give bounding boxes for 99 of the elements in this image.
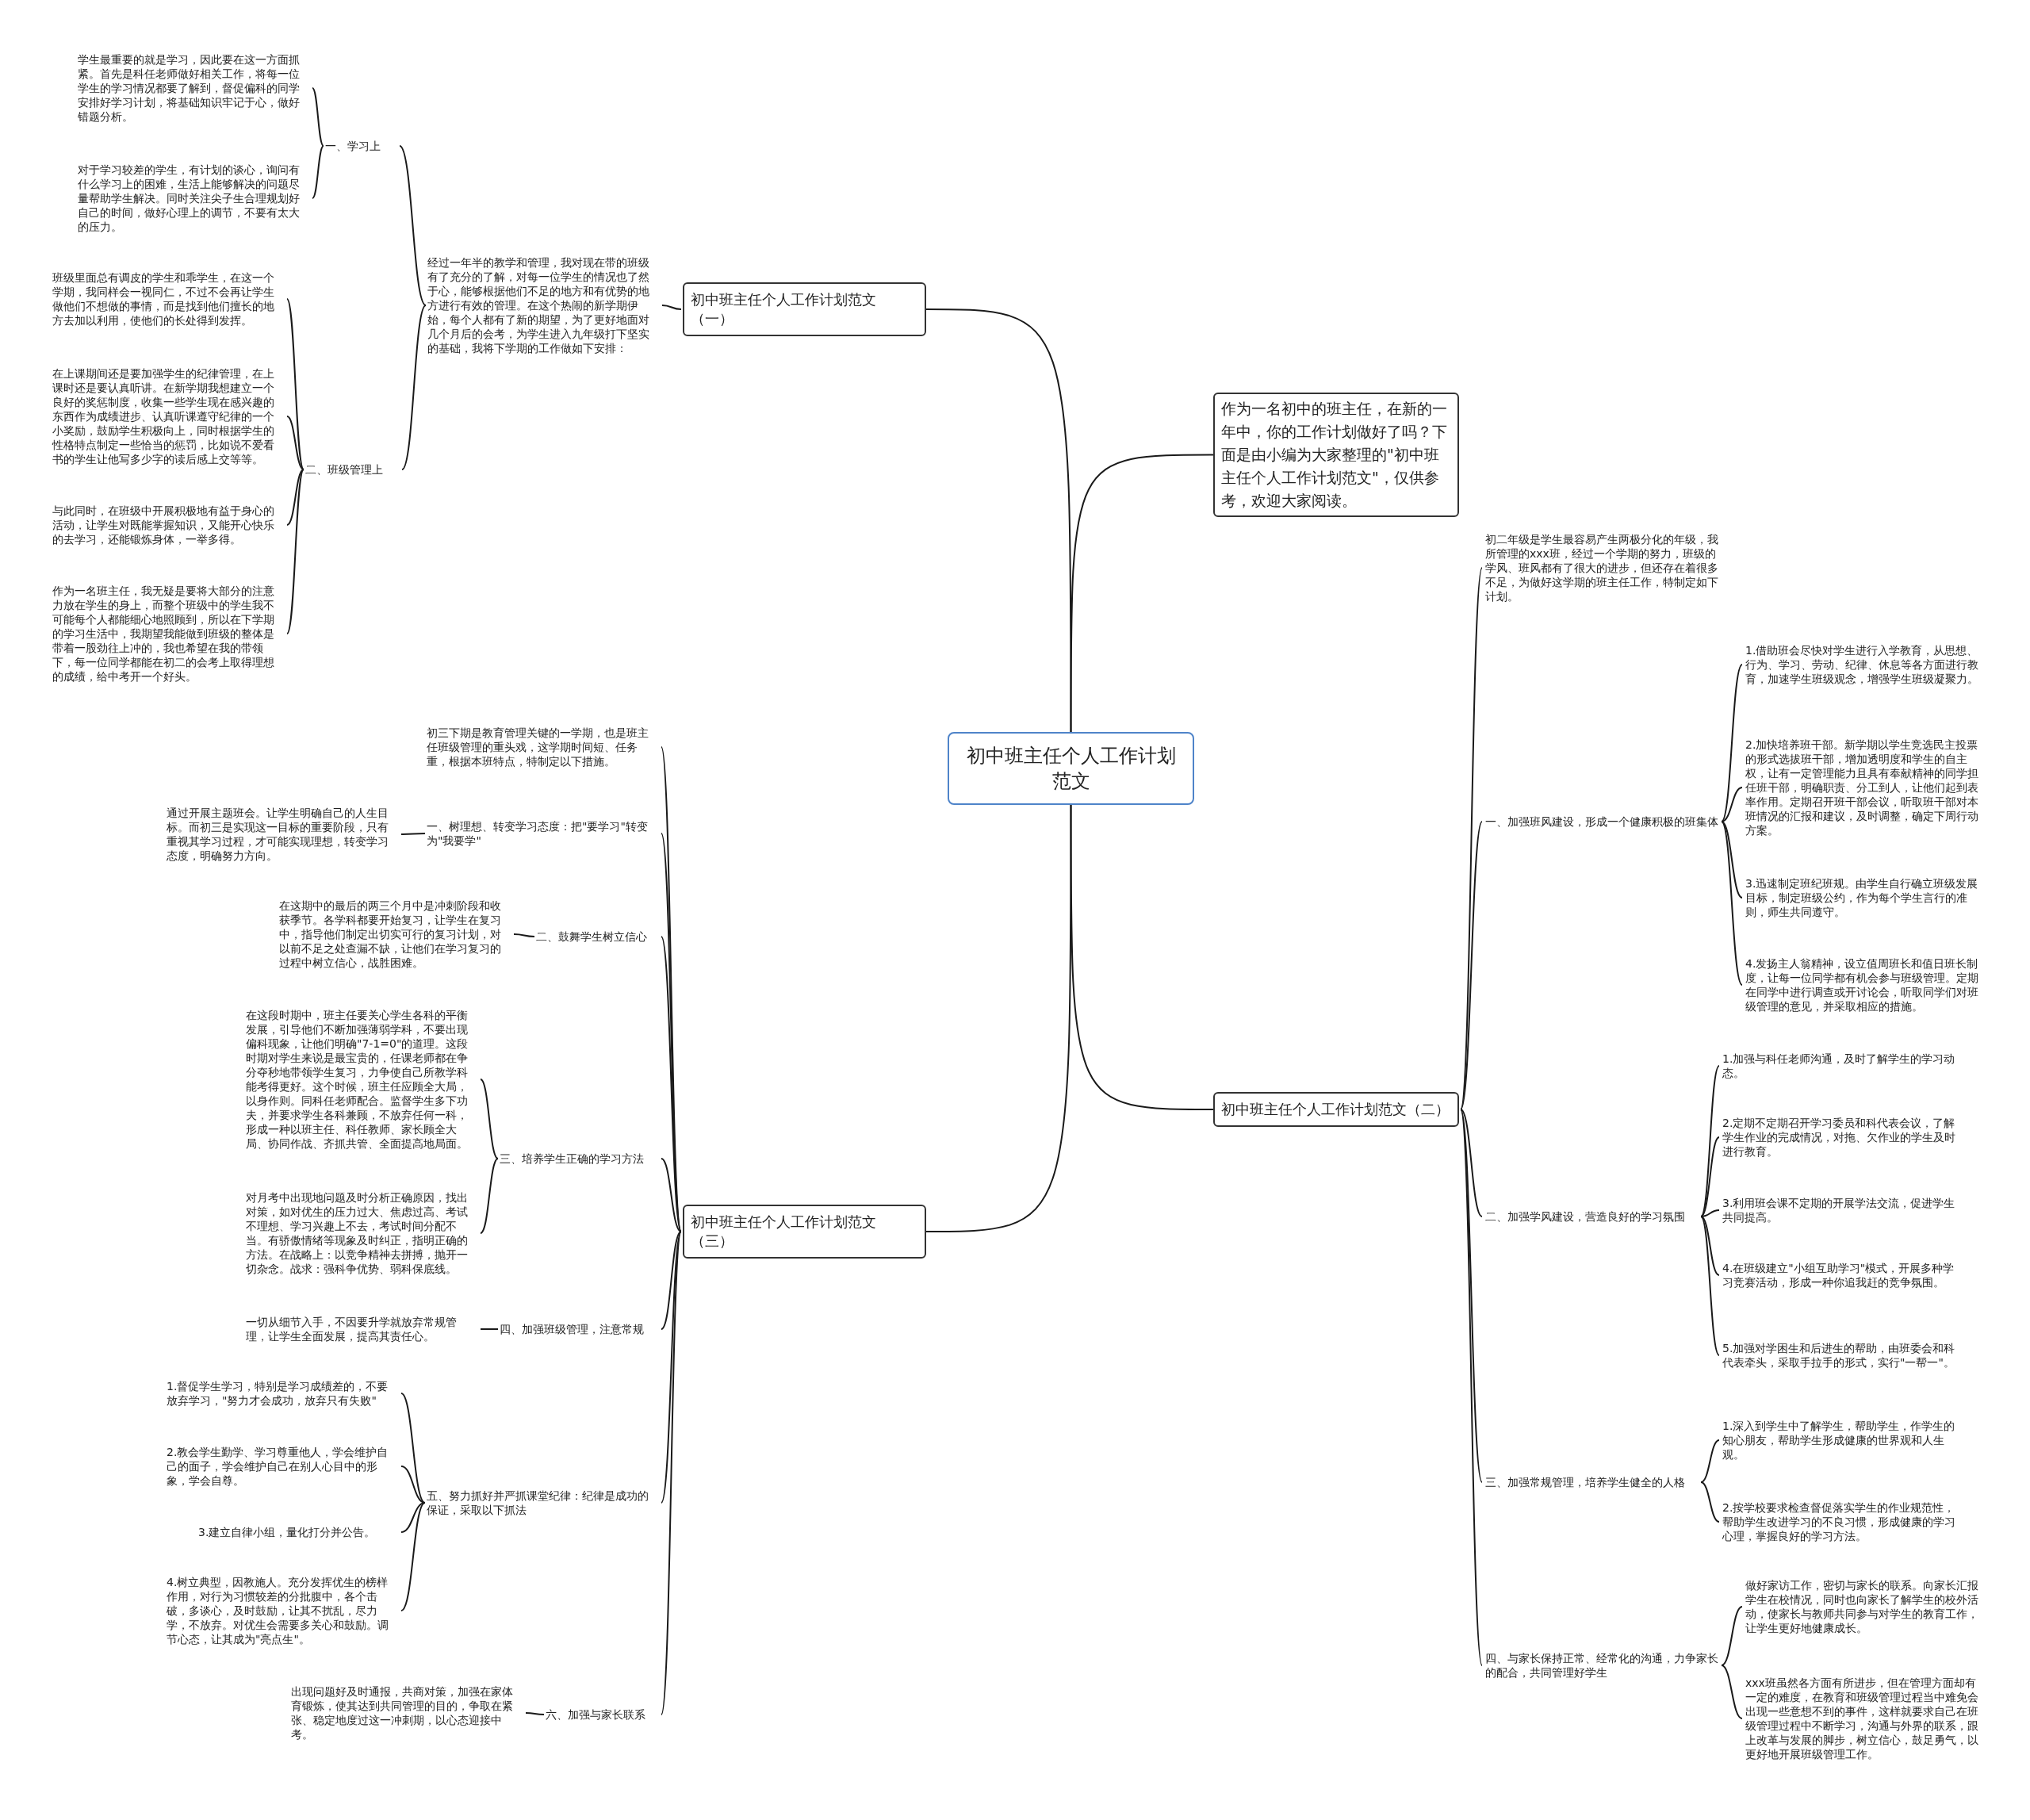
central-topic-box <box>948 732 1194 805</box>
topic-text: 4.发扬主人翁精神，设立值周班长和值日班长制度，让每一位同学都有机会参与班级管理。定期在同学中进行调查或开讨论会，听取同学们对班级管理的意见，并采取相应的措施。 <box>1745 956 1980 1013</box>
topic-text: 出现问题好及时通报，共商对策，加强在家体育锻炼，使其达到共同管理的目的，争取在紧张、稳定地度过这一冲刺期，以心态迎接中考。 <box>291 1684 523 1741</box>
connector-line <box>1460 1109 1483 1217</box>
topic-text: 4.树立典型，因教施人。充分发挥优生的榜样作用，对行为习惯较差的分批腹中，各个击破，多谈心，及时鼓励，让其不扰乱，尽力学，不放弃。对优生会需要多关心和鼓励。调节心态，让其成为"亮点生"。 <box>167 1575 398 1646</box>
branch-topic-text: 初中班主任个人工作计划范文（二） <box>1221 1100 1450 1119</box>
topic-text: 1.深入到学生中了解学生，帮助学生，作学生的知心朋友，帮助学生形成健康的世界观和人生观。 <box>1722 1419 1957 1462</box>
topic-text: 二、加强学风建设，营造良好的学习氛围 <box>1485 1209 1699 1224</box>
connector-line <box>1700 1065 1720 1217</box>
connector-line <box>661 305 682 310</box>
topic-text: 三、加强常规管理，培养学生健全的人格 <box>1485 1475 1699 1489</box>
topic-text: 一、加强班风建设，形成一个健康积极的班集体 <box>1485 814 1720 829</box>
topic-text: 对于学习较差的学生，有计划的谈心，询问有什么学习上的困难，生活上能够解决的问题尽量帮助学生解决。同时关注尖子生合理规划好自己的时间，做好心理上的调节，不要有太大的压力。 <box>78 163 309 234</box>
topic-text: 做好家访工作，密切与家长的联系。向家长汇报学生在校情况，同时也向家长了解学生的校外活动，使家长与教师共同参与对学生的教育工作，让学生更好地健康成长。 <box>1745 1578 1980 1635</box>
topic-text: 二、鼓舞学生树立信心 <box>536 929 658 944</box>
topic-text: 四、与家长保持正常、经常化的沟通，力争家长的配合，共同管理好学生 <box>1485 1651 1720 1680</box>
topic-text: 五、努力抓好并严抓课堂纪律：纪律是成功的保证，采取以下抓法 <box>427 1489 658 1517</box>
topic-text: 1.督促学生学习，特别是学习成绩差的，不要放弃学习，"努力才会成功，放弃只有失败" <box>167 1379 398 1408</box>
connector-line <box>400 1466 426 1504</box>
connector-line <box>1700 1136 1720 1217</box>
connector-line <box>399 145 427 306</box>
topic-text: 在这段时期中，班主任要关心学生各科的平衡发展，引导他们不断加强薄弱学科，不要出现偏科现象，让他们明确"7-1=0"的道理。这段时期对学生来说是最宝贵的，任课老师都在争分夺秒地带领学生复习，力争使自己所教学科能考得更好。这个时候，班主任应顾全大局，以身作则。同科任老师配合。监督学生多下功夫，并要求学生各科兼顾，不放弃任何一科，形成一种以班主任、科任教师、家长顾全大局、协同作战、齐抓共管、全面提高地局面。 <box>246 1008 477 1151</box>
connector-line <box>1460 567 1483 1110</box>
connector-line <box>661 1158 682 1232</box>
connector-line <box>286 469 304 526</box>
connector-line <box>1070 454 1214 733</box>
connector-line <box>1700 1439 1720 1483</box>
connector-line <box>661 1231 682 1504</box>
connector-line <box>661 1231 682 1330</box>
connector-line <box>286 469 304 634</box>
topic-text: 2.加快培养班干部。新学期以学生竞选民主投票的形式选拔班干部，增加透明度和学生的自主权，让有一定管理能力且具有奉献精神的同学担任班干部，明确职责、分工到人，让他们起到表率作用。定期召开班干部会议，听取班干部对本班情况的汇报和建议，及时调整，确定下周行动方案。 <box>1745 738 1980 837</box>
connector-line <box>1700 1216 1720 1356</box>
topic-text: 通过开展主题班会。让学生明确自己的人生目标。而初三是实现这一目标的重要阶段，只有重视其学习过程，才可能实现理想，转变学习态度，明确努力方向。 <box>167 806 398 863</box>
connector-line <box>1721 1606 1743 1666</box>
connector-line <box>400 833 426 835</box>
topic-text: 班级里面总有调皮的学生和乖学生，在这一个学期，我同样会一视同仁，不过不会再让学生做他们不想做的事情，而是找到他们擅长的地方去加以利用，使他们的长处得到发挥。 <box>52 270 284 328</box>
connector-line <box>1721 821 1743 986</box>
topic-text: 二、班级管理上 <box>305 462 399 477</box>
topic-text: 作为一名班主任，我无疑是要将大部分的注意力放在学生的身上，而整个班级中的学生我不可能每个人都能细心地照顾到，所以在下学期的学习生活中，我期望我能做到班级的整体是带着一股劲往上冲的，我也希望在我的带领下，每一位同学都能在初二的会考上取得理想的成绩，给中考开一个好头。 <box>52 584 284 684</box>
connector-line <box>1700 1216 1720 1276</box>
connector-line <box>480 1158 499 1234</box>
connector-line <box>1460 821 1483 1110</box>
topic-text: 学生最重要的就是学习，因此要在这一方面抓紧。首先是科任老师做好相关工作，将每一位学生的学习情况都要了解到，督促偏科的同学安排好学习计划，将基础知识牢记于心，做好错题分析。 <box>78 52 309 124</box>
topic-text: 与此同时，在班级中开展积极地有益于身心的活动，让学生对既能掌握知识，又能开心快乐的去学习，还能锻炼身体，一举多得。 <box>52 504 284 546</box>
topic-text: 六、加强与家长联系 <box>546 1707 658 1722</box>
topic-text: xxx班虽然各方面有所进步，但在管理方面却有一定的难度，在教育和班级管理过程当中难免会出现一些意想不到的事件，这样就要求自己在班级管理过程中不断学习，沟通与外界的联系，跟上改革与发展的脚步，树立信心，鼓足勇气，以更好地开展班级管理工作。 <box>1745 1676 1980 1761</box>
topic-text: 3.迅速制定班纪班规。由学生自行确立班级发展目标，制定班级公约，作为每个学生言行的准则，师生共同遵守。 <box>1745 876 1980 919</box>
topic-text: 1.加强与科任老师沟通，及时了解学生的学习动态。 <box>1722 1052 1957 1080</box>
branch-topic-text: 初中班主任个人工作计划范文（三） <box>691 1213 877 1251</box>
connector-line <box>480 1328 499 1330</box>
topic-text: 2.按学校要求检查督促落实学生的作业规范性，帮助学生改进学习的不良习惯，形成健康的学习心理，掌握良好的学习方法。 <box>1722 1500 1957 1543</box>
topic-text: 经过一年半的教学和管理，我对现在带的班级有了充分的了解，对每一位学生的情况也了然于心，能够根据他们不足的地方和有优势的地方进行有效的管理。在这个热闹的新学期伊始，每个人都有了新的期望，为了更好地面对几个月后的会考，为学生进入九年级打下坚实的基础，我将下学期的工作做如下安排： <box>427 255 659 355</box>
connector-line <box>1721 821 1743 899</box>
connector-line <box>401 305 427 470</box>
intro-text: 作为一名初中的班主任，在新的一年中，你的工作计划做好了吗？下面是由小编为大家整理的"初中班主任个人工作计划范文"，仅供参考，欢迎大家阅读。 <box>1221 399 1448 511</box>
topic-text: 1.借助班会尽快对学生进行入学教育，从思想、行为、学习、劳动、纪律、休息等各方面进行教育，加速学生班级观念，增强学生班级凝聚力。 <box>1745 643 1980 686</box>
connector-line <box>1700 1481 1720 1523</box>
topic-text: 4.在班级建立"小组互助学习"模式，开展多种学习竞赛活动，形成一种你追我赶的竞争氛围。 <box>1722 1261 1957 1289</box>
topic-text: 2.教会学生勤学、学习尊重他人，学会维护自己的面子，学会维护自己在别人心目中的形象，学会自尊。 <box>167 1445 398 1488</box>
connector-line <box>1721 664 1743 822</box>
topic-text: 初三下期是教育管理关键的一学期，也是班主任班级管理的重头戏，这学期时间短、任务重，根据本班特点，特制定以下措施。 <box>427 726 658 768</box>
connector-line <box>312 87 324 147</box>
branch-topic-box <box>1213 1092 1459 1127</box>
topic-text: 一切从细节入手，不因要升学就放弃常规管理，让学生全面发展，提高其责任心。 <box>246 1315 477 1343</box>
connector-line <box>400 1502 426 1533</box>
topic-text: 3.利用班会课不定期的开展学法交流，促进学生共同提高。 <box>1722 1196 1957 1224</box>
connector-line <box>286 416 304 470</box>
topic-text: 一、树理想、转变学习态度：把"要学习"转变为"我要学" <box>427 819 658 848</box>
topic-text: 5.加强对学困生和后进生的帮助，由班委会和科代表牵头，采取手拉手的形式，实行"一帮一"。 <box>1722 1341 1957 1370</box>
connector-line <box>286 298 304 470</box>
connector-line <box>400 1393 426 1504</box>
topic-text: 初二年级是学生最容易产生两极分化的年级，我所管理的xxx班，经过一个学期的努力，班级的学风、班风都有了很大的进步，但还存在着很多不足，为做好这学期的班主任工作，特制定如下计划。 <box>1485 532 1720 603</box>
topic-text: 一、学习上 <box>325 139 396 153</box>
topic-text: 三、培养学生正确的学习方法 <box>500 1151 658 1166</box>
central-topic-text: 初中班主任个人工作计划范文 <box>965 744 1177 794</box>
intro-box <box>1213 393 1459 517</box>
topic-text: 四、加强班级管理，注意常规 <box>500 1322 658 1336</box>
connector-line <box>1070 804 1214 1110</box>
connector-line <box>1460 1109 1483 1666</box>
topic-text: 在这期中的最后的两三个月中是冲刺阶段和收获季节。各学科都要开始复习，让学生在复习中，指导他们制定出切实可行的复习计划，对以前不足之处查漏不缺，让他们在学习复习的过程中树立信心，战胜困难。 <box>279 899 511 970</box>
connector-line <box>661 1231 682 1715</box>
topic-text: 3.建立自律小组，量化打分并公告。 <box>198 1525 398 1539</box>
topic-text: 2.定期不定期召开学习委员和科代表会议，了解学生作业的完成情况，对拖、欠作业的学生及时进行教育。 <box>1722 1116 1957 1159</box>
branch-topic-box <box>683 282 926 336</box>
connector-line <box>525 1712 545 1715</box>
branch-topic-text: 初中班主任个人工作计划范文（一） <box>691 290 877 328</box>
topic-text: 在上课期间还是要加强学生的纪律管理，在上课时还是要认真听讲。在新学期我想建立一个良好的奖惩制度，收集一些学生现在感兴趣的东西作为成绩进步、认真听课遵守纪律的一个小奖励，鼓励学生积极向上，同时根据学生的性格特点制定一些恰当的惩罚，比如说不爱看书的学生让他写多少字的读后感上交等等。 <box>52 366 284 466</box>
connector-line <box>661 746 682 1232</box>
connector-line <box>661 936 682 1232</box>
connector-line <box>513 933 535 937</box>
connector-line <box>400 1502 426 1611</box>
connector-line <box>1721 787 1743 822</box>
topic-text: 对月考中出现地问题及时分析正确原因，找出对策，如对优生的压力过大、焦虑过高、考试不理想、学习兴趣上不去，考试时间分配不当。有骄傲情绪等现象及时纠正，指明正确的方法。在战略上：以竞争精神去拼搏，抛开一切杂念。战求：强科争优势、弱科保底线。 <box>246 1190 477 1276</box>
connector-line <box>1700 1209 1720 1217</box>
connector-line <box>1721 1665 1743 1719</box>
branch-topic-box <box>683 1205 926 1259</box>
connector-line <box>312 145 324 199</box>
connector-line <box>925 804 1072 1232</box>
connector-line <box>480 1079 499 1159</box>
